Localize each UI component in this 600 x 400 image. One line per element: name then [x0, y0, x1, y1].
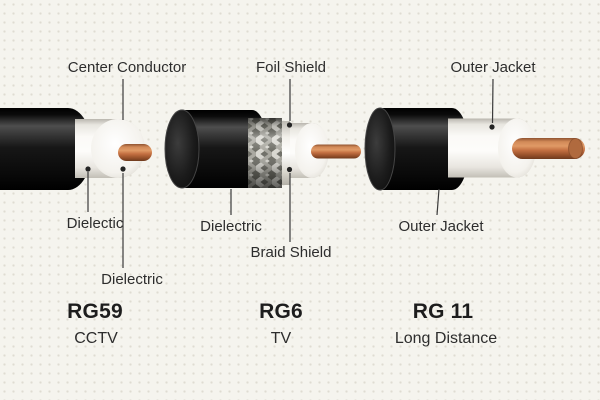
rg59-outer-jacket: [0, 108, 92, 190]
label-outer-jacket-top: Outer Jacket: [450, 59, 536, 76]
cable-name-rg59: RG59: [67, 300, 123, 323]
label-outer-jacket-bottom: Outer Jacket: [398, 218, 484, 235]
cable-use-rg6: TV: [270, 330, 292, 347]
cable-use-rg11: Long Distance: [394, 330, 498, 347]
label-braid-shield: Braid Shield: [250, 244, 332, 261]
rg6-braid-shading: [248, 118, 282, 188]
dot-braid-shield: [286, 166, 293, 173]
cable-rg6: [164, 109, 361, 189]
label-dielectric-1: Dielectic: [66, 215, 124, 232]
rg11-center-conductor: [512, 138, 585, 159]
dot-outer-jacket: [489, 124, 495, 130]
rg6-jacket-end-face: [164, 109, 200, 189]
rg6-foil-shield: [282, 121, 290, 185]
leader-lines: [87, 78, 494, 268]
leader-outer-jacket-bottom: [436, 188, 440, 216]
dot-dielectric-1: [85, 166, 91, 172]
rg59-dielectric-face: [91, 119, 145, 178]
rg59-center-conductor: [118, 144, 152, 161]
cable-rg59: [0, 108, 152, 190]
dot-dielectric-2: [120, 166, 126, 172]
cable-use-rg59: CCTV: [74, 330, 118, 347]
cable-rg11: [364, 107, 585, 191]
rg11-jacket-end-face: [364, 107, 396, 191]
label-center-conductor: Center Conductor: [67, 59, 187, 76]
rg11-conductor-end-face: [568, 138, 583, 159]
cable-name-rg11: RG 11: [412, 300, 474, 323]
dot-foil-shield: [286, 122, 293, 128]
label-dielectric-3: Dielectric: [200, 218, 262, 235]
label-foil-shield: Foil Shield: [255, 59, 327, 76]
cable-name-rg6: RG6: [259, 300, 303, 323]
leader-outer-jacket-top: [491, 78, 494, 124]
rg6-center-conductor: [311, 144, 361, 159]
leader-dots: [85, 122, 495, 173]
label-dielectric-2: Dielectric: [101, 271, 163, 288]
